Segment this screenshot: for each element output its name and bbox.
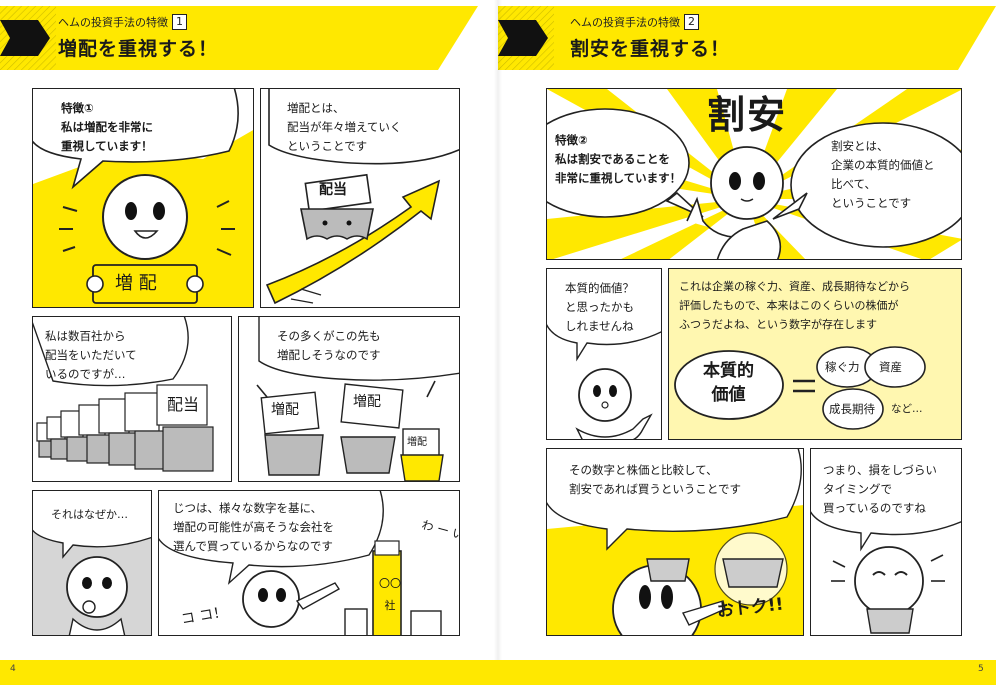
sign-text: 増配 bbox=[407, 437, 427, 448]
panel-art bbox=[33, 491, 151, 635]
comic-panel-10: その数字と株価と比較して、 割安であれば買うということです おトク!! bbox=[546, 448, 804, 636]
explanation-text: これは企業の稼ぐ力、資産、成長期待などから 評価したもので、本来はこのくらいの株… bbox=[679, 280, 910, 331]
section-title: 割安を重視する！ bbox=[570, 38, 731, 60]
page-number-right: 5 bbox=[978, 664, 984, 674]
book-gutter bbox=[494, 0, 502, 685]
speech-text: それはなぜか… bbox=[51, 508, 128, 521]
panel-art bbox=[33, 89, 253, 307]
banner-graphic bbox=[498, 6, 996, 70]
panel-art bbox=[547, 449, 803, 635]
speech-text: つまり、損をしづらい タイミングで 買っているのですね bbox=[823, 463, 937, 515]
panel-art bbox=[669, 269, 961, 439]
sign-text: 増配 bbox=[271, 402, 299, 418]
right-page: ヘムの投資手法の特徴 2 割安を重視する！ 割安 特徴② 私は割安であ bbox=[498, 0, 996, 685]
concept-chip: 資産 bbox=[879, 360, 902, 374]
left-page: ヘムの投資手法の特徴 1 増配を重視する！ 特徴① 私は増配を非常に 重視してい… bbox=[0, 6, 498, 636]
speech-text: その多くがこの先も 増配しそうなのです bbox=[277, 329, 381, 362]
section-banner-2: ヘムの投資手法の特徴 2 割安を重視する！ bbox=[498, 6, 996, 70]
sign-text: 配当 bbox=[167, 395, 200, 414]
etc-text: など… bbox=[891, 403, 923, 415]
speech-text: じつは、様々な数字を基に、 増配の可能性が高そうな会社を 選んで買っているからな… bbox=[173, 501, 334, 553]
comic-panel-3: 私は数百社から 配当をいただいて いるのですが… 配当 bbox=[32, 316, 232, 482]
panel-art bbox=[265, 89, 459, 305]
panel-art bbox=[811, 449, 961, 634]
comic-panel-6: じつは、様々な数字を基に、 増配の可能性が高そうな会社を 選んで買っているからな… bbox=[158, 490, 460, 636]
section-kicker: ヘムの投資手法の特徴 1 bbox=[58, 14, 187, 30]
speech-text: 私は数百社から 配当をいただいて いるのですが… bbox=[45, 329, 137, 381]
comic-panel-7: 割安 特徴② 私は割安であることを 非常に重視しています！ 割安とは、 企業の本… bbox=[546, 88, 962, 260]
banner-graphic bbox=[0, 6, 478, 70]
panel-art bbox=[547, 89, 961, 259]
bottom-bar bbox=[0, 660, 996, 685]
section-title: 増配を重視する！ bbox=[58, 38, 219, 60]
concept-chip: 稼ぐ力 bbox=[825, 360, 860, 374]
comic-panel-11: つまり、損をしづらい タイミングで 買っているのですね bbox=[810, 448, 962, 636]
panel-art bbox=[33, 317, 214, 472]
speech-text: 本質的価値？ と思ったかも しれませんね bbox=[565, 281, 634, 333]
speech-text: その数字と株価と比較して、 割安であれば買うということです bbox=[569, 463, 742, 496]
sign-text: 配当 bbox=[319, 182, 347, 198]
panel-art bbox=[547, 269, 661, 439]
comic-panel-4: その多くがこの先も 増配しそうなのです 増配 増配 増配 bbox=[238, 316, 460, 482]
panel-art bbox=[159, 491, 442, 635]
section-number: 1 bbox=[172, 14, 187, 30]
speech-text: 割安とは、 企業の本質的価値と 比べて、 ということです bbox=[831, 139, 935, 210]
comic-panel-8: 本質的価値？ と思ったかも しれませんね bbox=[546, 268, 662, 440]
comic-panel-9: これは企業の稼ぐ力、資産、成長期待などから 評価したもので、本来はこのくらいの株… bbox=[668, 268, 962, 440]
building-label: 〇〇 社 bbox=[379, 577, 401, 612]
section-number: 2 bbox=[684, 14, 699, 30]
section-kicker: ヘムの投資手法の特徴 2 bbox=[570, 14, 699, 30]
core-concept: 本質的 価値 bbox=[703, 361, 754, 405]
panel-art bbox=[256, 317, 459, 481]
speech-text: 増配とは、 配当が年々増えていく ということです bbox=[287, 101, 402, 153]
comic-panel-1: 特徴① 私は増配を非常に 重視しています！ 増 配 bbox=[32, 88, 254, 308]
comic-panel-5: それはなぜか… bbox=[32, 490, 152, 636]
sign-text: 増 配 bbox=[115, 273, 157, 294]
speech-text: 特徴① 私は増配を非常に 重視しています！ bbox=[61, 101, 153, 153]
comic-panel-2: 増配とは、 配当が年々増えていく ということです 配当 bbox=[260, 88, 460, 308]
section-banner-1: ヘムの投資手法の特徴 1 増配を重視する！ bbox=[0, 6, 498, 70]
big-title: 割安 bbox=[707, 93, 788, 137]
page-number-left: 4 bbox=[10, 664, 16, 674]
speech-text: 特徴② 私は割安であることを 非常に重視しています！ bbox=[555, 133, 682, 185]
sign-text: 増配 bbox=[353, 394, 381, 410]
concept-chip: 成長期待 bbox=[829, 402, 875, 416]
